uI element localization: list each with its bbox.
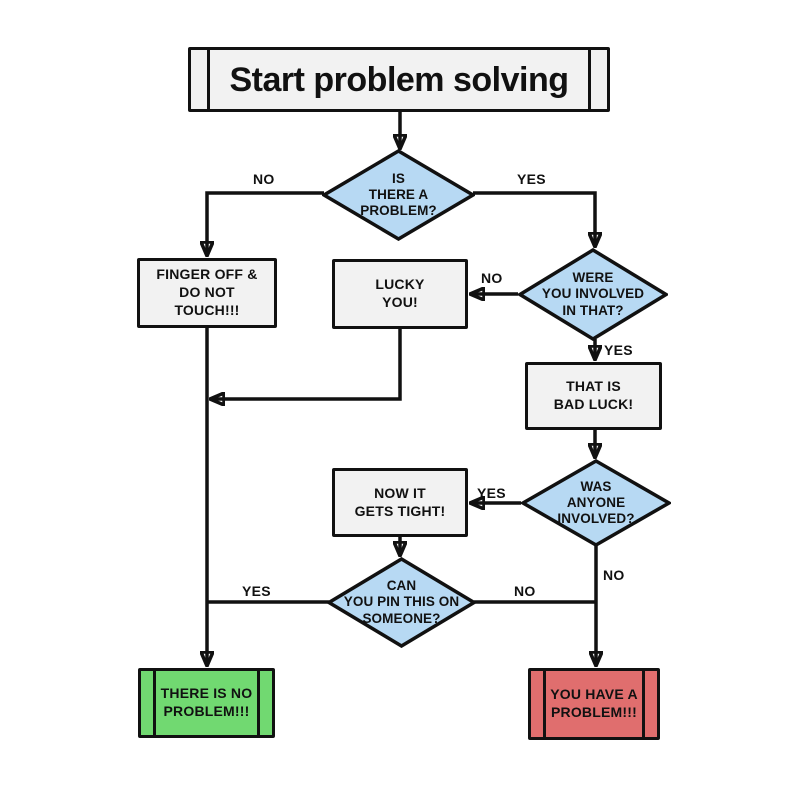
node-now-it-gets-tight-label: NOW IT GETS TIGHT! bbox=[354, 484, 446, 519]
edge-label-no: NO bbox=[253, 171, 275, 187]
node-have-problem: YOU HAVE A PROBLEM!!! bbox=[528, 668, 660, 740]
edge-label-yes: YES bbox=[242, 583, 271, 599]
node-bad-luck-label: THAT IS BAD LUCK! bbox=[553, 378, 634, 412]
node-decision-can-you-pin-this: CAN YOU PIN THIS ON SOMEONE? bbox=[327, 557, 476, 648]
edge-label-yes: YES bbox=[477, 485, 506, 501]
double-bar-right bbox=[588, 50, 591, 109]
edge-label-yes: YES bbox=[604, 342, 633, 358]
node-decision-label: IS THERE A PROBLEM? bbox=[360, 170, 437, 219]
double-bar-left bbox=[543, 671, 546, 737]
diamond-shape bbox=[521, 459, 671, 547]
node-no-problem: THERE IS NO PROBLEM!!! bbox=[138, 668, 275, 738]
node-decision-were-you-involved: WERE YOU INVOLVED IN THAT? bbox=[518, 248, 668, 341]
node-decision-label: WERE YOU INVOLVED IN THAT? bbox=[541, 270, 645, 318]
node-lucky-you: LUCKY YOU! bbox=[332, 259, 468, 329]
node-bad-luck: THAT IS BAD LUCK! bbox=[525, 362, 662, 430]
node-decision-is-there-a-problem: IS THERE A PROBLEM? bbox=[322, 149, 475, 241]
edge-label-no: NO bbox=[603, 567, 625, 583]
node-decision-label: WAS ANYONE INVOLVED? bbox=[557, 478, 635, 527]
node-have-problem-label: YOU HAVE A PROBLEM!!! bbox=[550, 686, 638, 720]
edge-d1-no-to-finger bbox=[207, 191, 324, 253]
node-start-label: Start problem solving bbox=[229, 60, 570, 99]
node-now-it-gets-tight: NOW IT GETS TIGHT! bbox=[332, 468, 468, 537]
node-finger-off-label: FINGER OFF & DO NOT TOUCH!!! bbox=[156, 266, 258, 318]
node-decision-was-anyone-involved: WAS ANYONE INVOLVED? bbox=[521, 459, 671, 547]
edge-lucky-to-merge bbox=[213, 329, 402, 399]
edge-d1-yes-to-d2 bbox=[473, 191, 595, 244]
double-bar-left bbox=[207, 50, 210, 109]
diamond-shape bbox=[518, 248, 668, 341]
double-bar-left bbox=[153, 671, 156, 735]
edge-label-no: NO bbox=[514, 583, 536, 599]
node-no-problem-label: THERE IS NO PROBLEM!!! bbox=[160, 685, 253, 719]
double-bar-right bbox=[257, 671, 260, 735]
diamond-shape bbox=[327, 557, 476, 648]
node-start: Start problem solving bbox=[188, 47, 610, 112]
edge-label-no: NO bbox=[481, 270, 503, 286]
node-decision-label: CAN YOU PIN THIS ON SOMEONE? bbox=[343, 578, 460, 626]
node-lucky-you-label: LUCKY YOU! bbox=[375, 276, 425, 310]
diamond-shape bbox=[322, 149, 475, 241]
node-finger-off: FINGER OFF & DO NOT TOUCH!!! bbox=[137, 258, 277, 328]
double-bar-right bbox=[642, 671, 645, 737]
edge-label-yes: YES bbox=[517, 171, 546, 187]
